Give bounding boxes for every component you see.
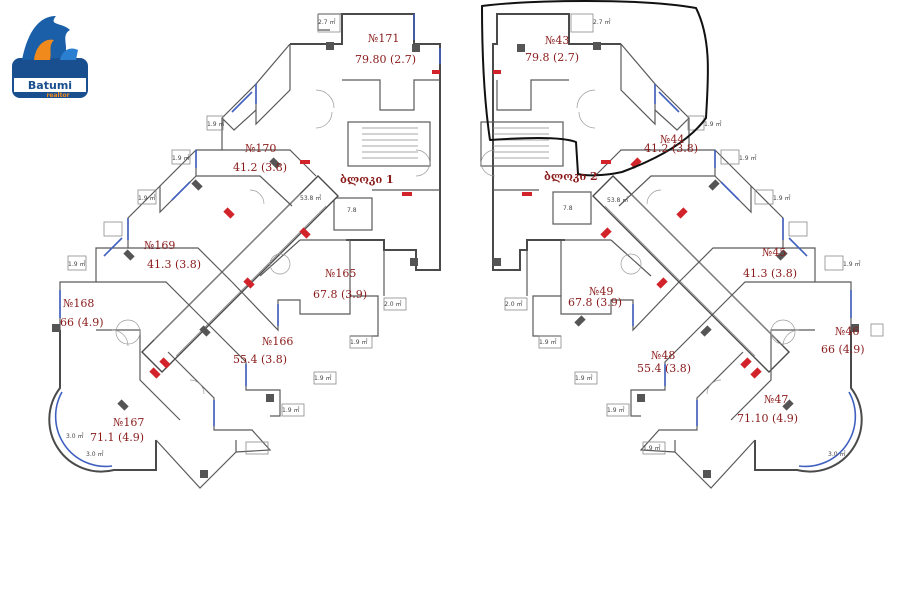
- balcony-label: 1.9 ㎡: [739, 154, 756, 162]
- unit-area: 71.10 (4.9): [737, 412, 798, 425]
- balcony-label: 1.9 ㎡: [704, 120, 721, 128]
- unit-number: №44: [660, 133, 684, 146]
- balcony-labels: 2.7 ㎡ 1.9 ㎡ 1.9 ㎡ 1.9 ㎡ 1.9 ㎡ 3.0 ㎡ 3.0 …: [66, 18, 860, 458]
- balcony-label: 1.9 ㎡: [539, 338, 556, 346]
- logo-subtitle: realtor: [46, 92, 69, 99]
- unit-area: 41.3 (3.8): [743, 267, 797, 280]
- unit-168[interactable]: №168 66 (4.9): [60, 297, 104, 329]
- balcony-label: 3.0 ㎡: [86, 450, 103, 458]
- unit-area: 79.80 (2.7): [355, 53, 416, 66]
- unit-number: №171: [368, 32, 399, 45]
- balcony-label: 1.9 ㎡: [172, 154, 189, 162]
- balcony-label: 1.9 ㎡: [138, 194, 155, 202]
- unit-165[interactable]: №165 67.8 (3.9): [313, 267, 367, 301]
- unit-area: 66 (4.9): [821, 343, 865, 356]
- unit-area: 41.2 (3.8): [644, 142, 698, 155]
- batumi-realtor-logo: Batumi realtor: [12, 16, 88, 99]
- unit-170[interactable]: №170 41.2 (3.8): [233, 142, 287, 174]
- logo-title: Batumi: [28, 79, 72, 92]
- unit-45[interactable]: №45 41.3 (3.8): [743, 246, 797, 280]
- unit-171[interactable]: №171 79.80 (2.7): [355, 32, 416, 66]
- unit-167[interactable]: №167 71.1 (4.9): [90, 416, 144, 444]
- unit-number: №170: [245, 142, 276, 155]
- balcony-label: 3.0 ㎡: [66, 432, 83, 440]
- unit-number: №166: [262, 335, 293, 348]
- hand-drawn-outline: [481, 0, 709, 177]
- unit-number: №47: [764, 393, 788, 406]
- unit-44[interactable]: №44 41.2 (3.8): [644, 133, 698, 155]
- balcony-label: 2.7 ㎡: [593, 18, 610, 26]
- unit-number: №169: [144, 239, 175, 252]
- lift-1-label: 7.8: [347, 207, 357, 214]
- block-2-plan: [480, 13, 884, 489]
- lift-2-label: 7.8: [563, 205, 573, 212]
- unit-area: 71.1 (4.9): [90, 431, 144, 444]
- balcony-label: 3.0 ㎡: [828, 450, 845, 458]
- block-1-label: ბლოკი 1: [340, 173, 394, 186]
- unit-number: №49: [589, 285, 613, 298]
- unit-169[interactable]: №169 41.3 (3.8): [144, 239, 201, 271]
- unit-area: 55.4 (3.8): [637, 362, 691, 375]
- balcony-label: 1.9 ㎡: [575, 374, 592, 382]
- unit-166[interactable]: №166 55.4 (3.8): [233, 335, 293, 366]
- balcony-label: 1.9 ㎡: [68, 260, 85, 268]
- balcony-label: 1.9 ㎡: [843, 260, 860, 268]
- balcony-label: 1.9 ㎡: [350, 338, 367, 346]
- unit-49[interactable]: №49 67.8 (3.9): [568, 285, 622, 309]
- unit-area: 41.3 (3.8): [147, 258, 201, 271]
- block-1-plan: [48, 13, 441, 489]
- unit-area: 55.4 (3.8): [233, 353, 287, 366]
- unit-number: №168: [63, 297, 94, 310]
- balcony-label: 1.9 ㎡: [643, 444, 660, 452]
- block-2-label: ბლოკი 2: [544, 170, 598, 183]
- unit-46[interactable]: №46 66 (4.9): [821, 325, 865, 356]
- unit-number: №46: [835, 325, 859, 338]
- balcony-label: 2.0 ㎡: [505, 300, 522, 308]
- unit-47[interactable]: №47 71.10 (4.9): [737, 393, 798, 425]
- hall-1-label: 53.8 ㎡: [300, 194, 321, 202]
- unit-area: 66 (4.9): [60, 316, 104, 329]
- unit-number: №165: [325, 267, 356, 280]
- unit-area: 67.8 (3.9): [568, 296, 622, 309]
- unit-number: №48: [651, 349, 675, 362]
- unit-area: 67.8 (3.9): [313, 288, 367, 301]
- balcony-label: 1.9 ㎡: [773, 194, 790, 202]
- unit-number: №45: [762, 246, 786, 259]
- balcony-label: 2.0 ㎡: [384, 300, 401, 308]
- unit-43[interactable]: №43 79.8 (2.7): [525, 34, 579, 64]
- balcony-label: 1.9 ㎡: [282, 406, 299, 414]
- hall-2-label: 53.8 ㎡: [607, 196, 628, 204]
- unit-48[interactable]: №48 55.4 (3.8): [637, 349, 691, 375]
- unit-area: 79.8 (2.7): [525, 51, 579, 64]
- balcony-label: 1.9 ㎡: [314, 374, 331, 382]
- unit-number: №43: [545, 34, 569, 47]
- unit-number: №167: [113, 416, 144, 429]
- balcony-label: 1.9 ㎡: [607, 406, 624, 414]
- unit-area: 41.2 (3.8): [233, 161, 287, 174]
- balcony-label: 1.9 ㎡: [207, 120, 224, 128]
- balcony-label: 2.7 ㎡: [318, 18, 335, 26]
